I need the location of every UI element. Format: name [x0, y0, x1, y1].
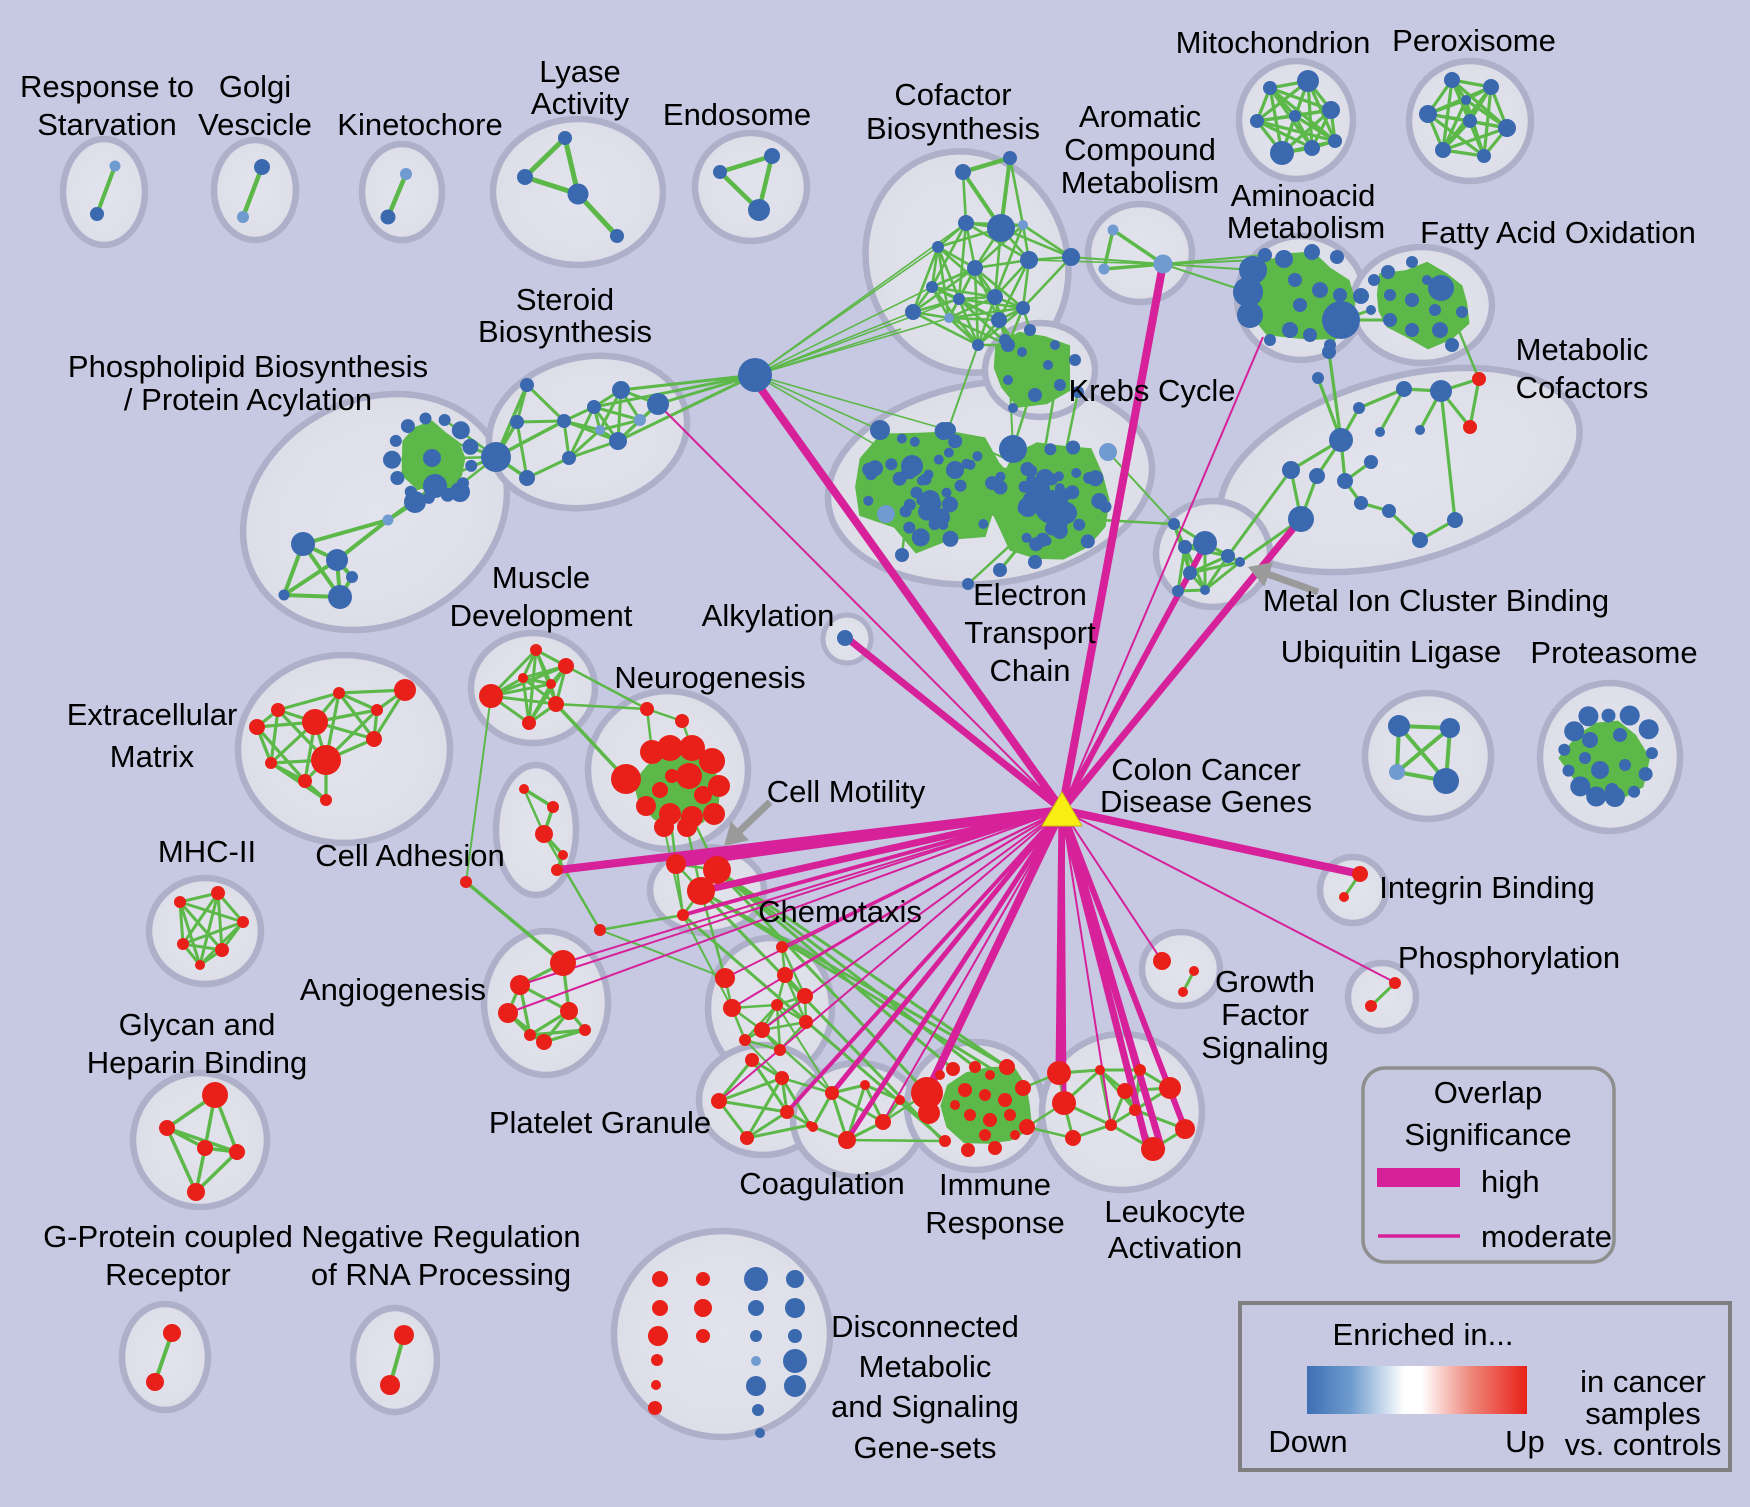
svg-text:Metabolism: Metabolism	[1061, 165, 1220, 200]
svg-text:Overlap: Overlap	[1434, 1075, 1543, 1110]
svg-text:Biosynthesis: Biosynthesis	[866, 111, 1040, 146]
svg-text:Peroxisome: Peroxisome	[1392, 23, 1556, 58]
svg-text:Negative Regulation: Negative Regulation	[301, 1219, 580, 1254]
svg-text:Starvation: Starvation	[37, 107, 177, 142]
svg-text:Steroid: Steroid	[516, 282, 614, 317]
svg-text:Gene-sets: Gene-sets	[853, 1430, 996, 1465]
svg-text:Cell Adhesion: Cell Adhesion	[315, 838, 505, 873]
svg-text:Ubiquitin Ligase: Ubiquitin Ligase	[1281, 634, 1502, 669]
svg-text:Heparin Binding: Heparin Binding	[87, 1045, 308, 1080]
svg-text:Disease Genes: Disease Genes	[1100, 784, 1312, 819]
svg-text:Muscle: Muscle	[492, 560, 590, 595]
svg-text:Signaling: Signaling	[1201, 1030, 1329, 1065]
svg-text:Down: Down	[1268, 1424, 1347, 1459]
svg-text:Kinetochore: Kinetochore	[337, 107, 502, 142]
svg-text:Integrin Binding: Integrin Binding	[1379, 870, 1594, 905]
svg-text:G-Protein coupled: G-Protein coupled	[43, 1219, 293, 1254]
svg-text:samples: samples	[1585, 1396, 1700, 1431]
svg-text:/ Protein Acylation: / Protein Acylation	[124, 382, 372, 417]
svg-text:Biosynthesis: Biosynthesis	[478, 314, 652, 349]
svg-text:in cancer: in cancer	[1580, 1364, 1706, 1399]
svg-text:Transport: Transport	[964, 615, 1096, 650]
svg-text:Response: Response	[925, 1205, 1065, 1240]
svg-text:Activity: Activity	[531, 86, 630, 121]
svg-text:Electron: Electron	[973, 577, 1087, 612]
svg-text:Cofactor: Cofactor	[894, 77, 1011, 112]
svg-text:Cofactors: Cofactors	[1516, 370, 1649, 405]
svg-text:Coagulation: Coagulation	[739, 1166, 904, 1201]
svg-text:Response to: Response to	[20, 69, 194, 104]
svg-text:Krebs Cycle: Krebs Cycle	[1068, 373, 1235, 408]
svg-text:Angiogenesis: Angiogenesis	[300, 972, 486, 1007]
svg-text:Disconnected: Disconnected	[831, 1309, 1019, 1344]
svg-text:Extracellular: Extracellular	[67, 697, 238, 732]
svg-text:Leukocyte: Leukocyte	[1104, 1194, 1245, 1229]
svg-text:Golgi: Golgi	[219, 69, 291, 104]
svg-text:Growth: Growth	[1215, 964, 1315, 999]
svg-text:Mitochondrion: Mitochondrion	[1176, 25, 1371, 60]
svg-text:of RNA Processing: of RNA Processing	[311, 1257, 571, 1292]
svg-text:Significance: Significance	[1404, 1117, 1571, 1152]
svg-text:Metal Ion Cluster Binding: Metal Ion Cluster Binding	[1263, 583, 1609, 618]
svg-text:Development: Development	[450, 598, 633, 633]
svg-text:Cell Motility: Cell Motility	[767, 774, 926, 809]
svg-text:Alkylation: Alkylation	[702, 598, 835, 633]
svg-text:Glycan and: Glycan and	[119, 1007, 276, 1042]
svg-text:Compound: Compound	[1064, 132, 1216, 167]
svg-text:Colon Cancer: Colon Cancer	[1111, 752, 1301, 787]
svg-text:Activation: Activation	[1108, 1230, 1242, 1265]
svg-text:Enriched in...: Enriched in...	[1333, 1317, 1514, 1352]
svg-text:Fatty Acid Oxidation: Fatty Acid Oxidation	[1420, 215, 1696, 250]
svg-text:Platelet Granule: Platelet Granule	[489, 1105, 711, 1140]
svg-text:Proteasome: Proteasome	[1530, 635, 1697, 670]
svg-text:MHC-II: MHC-II	[158, 834, 256, 869]
svg-text:Aromatic: Aromatic	[1079, 99, 1201, 134]
svg-text:Aminoacid: Aminoacid	[1231, 178, 1376, 213]
svg-text:Neurogenesis: Neurogenesis	[614, 660, 805, 695]
svg-text:Matrix: Matrix	[110, 739, 195, 774]
svg-text:moderate: moderate	[1481, 1219, 1612, 1254]
svg-text:Endosome: Endosome	[663, 97, 811, 132]
svg-text:Vescicle: Vescicle	[198, 107, 312, 142]
svg-text:Metabolic: Metabolic	[859, 1349, 992, 1384]
svg-text:vs. controls: vs. controls	[1565, 1427, 1722, 1462]
svg-text:Chemotaxis: Chemotaxis	[758, 894, 922, 929]
svg-text:Chain: Chain	[990, 653, 1071, 688]
svg-text:Immune: Immune	[939, 1167, 1051, 1202]
svg-text:and Signaling: and Signaling	[831, 1389, 1019, 1424]
svg-text:Factor: Factor	[1221, 997, 1309, 1032]
svg-text:high: high	[1481, 1164, 1540, 1199]
svg-text:Metabolic: Metabolic	[1516, 332, 1649, 367]
svg-text:Phosphorylation: Phosphorylation	[1398, 940, 1620, 975]
svg-text:Phospholipid Biosynthesis: Phospholipid Biosynthesis	[68, 349, 428, 384]
svg-text:Up: Up	[1505, 1424, 1545, 1459]
svg-text:Receptor: Receptor	[105, 1257, 231, 1292]
svg-text:Lyase: Lyase	[539, 54, 621, 89]
svg-text:Metabolism: Metabolism	[1227, 210, 1386, 245]
